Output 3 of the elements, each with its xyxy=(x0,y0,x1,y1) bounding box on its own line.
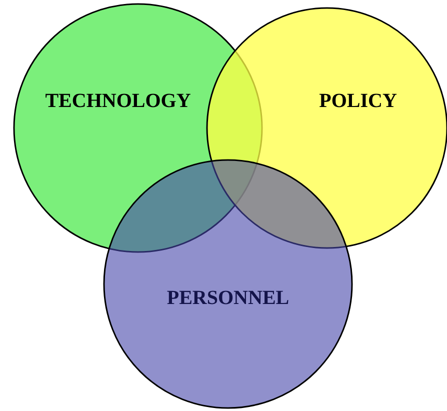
circle-label: PERSONNEL xyxy=(166,288,290,308)
circle-label: TECHNOLOGY xyxy=(45,91,191,111)
circle-label: POLICY xyxy=(319,91,397,111)
